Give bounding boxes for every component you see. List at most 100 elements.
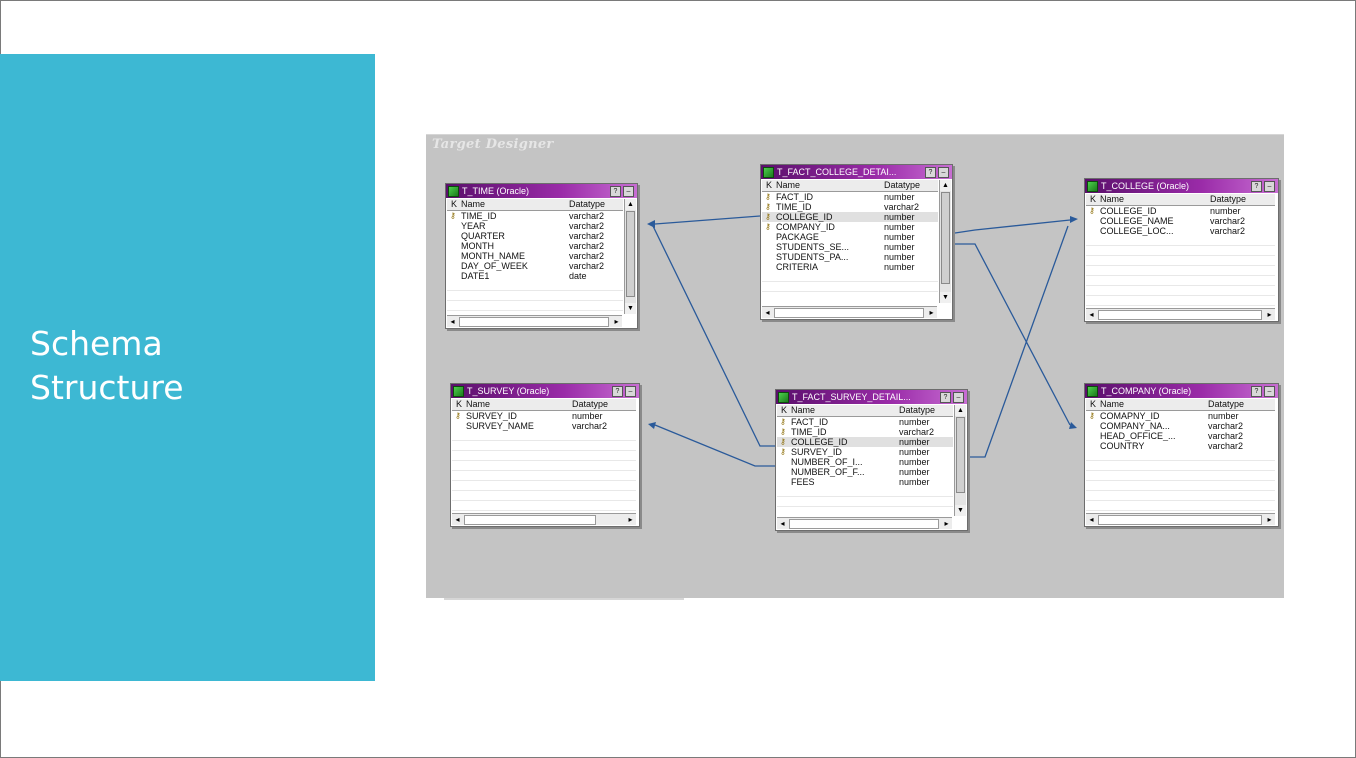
scroll-left-arrow[interactable]: ◂ xyxy=(1089,515,1094,524)
scroll-right-arrow[interactable]: ▸ xyxy=(944,519,949,528)
column-name: TIME_ID xyxy=(791,427,827,437)
table-row[interactable]: STUDENTS_PA...number xyxy=(762,252,938,262)
scroll-up-arrow[interactable]: ▲ xyxy=(940,180,951,191)
vertical-scrollbar[interactable]: ▲ ▼ xyxy=(624,199,636,314)
minimize-icon[interactable]: – xyxy=(1264,386,1275,397)
table-title-bar[interactable]: T_COLLEGE (Oracle) ?– xyxy=(1085,179,1278,193)
minimize-icon[interactable]: – xyxy=(953,392,964,403)
help-icon[interactable]: ? xyxy=(940,392,951,403)
key-icon: ⚷ xyxy=(780,417,786,426)
scroll-thumb[interactable] xyxy=(956,417,965,493)
scroll-track[interactable] xyxy=(459,317,609,327)
table-row[interactable]: STUDENTS_SE...number xyxy=(762,242,938,252)
column-header-row: K Name Datatype xyxy=(1086,194,1275,206)
scroll-right-arrow[interactable]: ▸ xyxy=(1267,310,1272,319)
table-t-fact-survey-detail[interactable]: T_FACT_SURVEY_DETAIL... ?– K Name Dataty… xyxy=(775,389,968,531)
table-title-bar[interactable]: T_SURVEY (Oracle) ?– xyxy=(451,384,639,398)
scroll-left-arrow[interactable]: ◂ xyxy=(455,515,460,524)
horizontal-scrollbar[interactable]: ◂ ▸ xyxy=(452,513,636,525)
table-t-company[interactable]: T_COMPANY (Oracle) ?– K Name Datatype ⚷C… xyxy=(1084,383,1279,527)
horizontal-scrollbar[interactable]: ◂ ▸ xyxy=(762,306,937,318)
table-t-time[interactable]: T_TIME (Oracle) ?– K Name Datatype ⚷TIME… xyxy=(445,183,638,329)
table-t-survey[interactable]: T_SURVEY (Oracle) ?– K Name Datatype ⚷SU… xyxy=(450,383,640,527)
horizontal-scrollbar[interactable]: ◂ ▸ xyxy=(1086,513,1275,525)
column-datatype: number xyxy=(1208,411,1239,421)
help-icon[interactable]: ? xyxy=(1251,181,1262,192)
scroll-left-arrow[interactable]: ◂ xyxy=(780,519,785,528)
scroll-down-arrow[interactable]: ▼ xyxy=(625,303,636,314)
scroll-track[interactable] xyxy=(789,519,939,529)
scroll-right-arrow[interactable]: ▸ xyxy=(929,308,934,317)
table-title-bar[interactable]: T_FACT_SURVEY_DETAIL... ?– xyxy=(776,390,967,404)
scroll-right-arrow[interactable]: ▸ xyxy=(1267,515,1272,524)
minimize-icon[interactable]: – xyxy=(1264,181,1275,192)
table-t-college[interactable]: T_COLLEGE (Oracle) ?– K Name Datatype ⚷C… xyxy=(1084,178,1279,322)
table-row[interactable]: COLLEGE_LOC...varchar2 xyxy=(1086,226,1275,236)
empty-row xyxy=(1086,481,1275,491)
scroll-track[interactable] xyxy=(1098,310,1262,320)
help-icon[interactable]: ? xyxy=(610,186,621,197)
table-title-bar[interactable]: T_TIME (Oracle) ?– xyxy=(446,184,637,198)
vertical-scrollbar[interactable]: ▲ ▼ xyxy=(954,405,966,516)
horizontal-scrollbar[interactable]: ◂ ▸ xyxy=(1086,308,1275,320)
column-header-k: K xyxy=(1090,399,1097,409)
table-row[interactable]: NUMBER_OF_I...number xyxy=(777,457,953,467)
minimize-icon[interactable]: – xyxy=(938,167,949,178)
table-row[interactable]: HEAD_OFFICE_...varchar2 xyxy=(1086,431,1275,441)
scroll-down-arrow[interactable]: ▼ xyxy=(955,505,966,516)
scroll-track[interactable] xyxy=(774,308,924,318)
vertical-scrollbar[interactable]: ▲ ▼ xyxy=(939,180,951,303)
table-row[interactable]: COMPANY_NA...varchar2 xyxy=(1086,421,1275,431)
horizontal-scrollbar[interactable]: ◂ ▸ xyxy=(777,517,952,529)
scroll-left-arrow[interactable]: ◂ xyxy=(765,308,770,317)
minimize-icon[interactable]: – xyxy=(623,186,634,197)
scroll-track[interactable] xyxy=(464,515,596,525)
column-datatype: varchar2 xyxy=(899,427,935,437)
scroll-left-arrow[interactable]: ◂ xyxy=(1089,310,1094,319)
help-icon[interactable]: ? xyxy=(1251,386,1262,397)
scroll-up-arrow[interactable]: ▲ xyxy=(955,405,966,416)
horizontal-scrollbar[interactable]: ◂ ▸ xyxy=(447,315,622,327)
table-row[interactable]: NUMBER_OF_F...number xyxy=(777,467,953,477)
scroll-right-arrow[interactable]: ▸ xyxy=(628,515,633,524)
scroll-down-arrow[interactable]: ▼ xyxy=(940,292,951,303)
help-icon[interactable]: ? xyxy=(925,167,936,178)
scroll-right-arrow[interactable]: ▸ xyxy=(614,317,619,326)
scroll-up-arrow[interactable]: ▲ xyxy=(625,199,636,210)
table-title-bar[interactable]: T_FACT_COLLEGE_DETAI... ?– xyxy=(761,165,952,179)
scroll-thumb[interactable] xyxy=(626,211,635,297)
scroll-thumb[interactable] xyxy=(941,192,950,284)
minimize-icon[interactable]: – xyxy=(625,386,636,397)
scroll-track[interactable] xyxy=(1098,515,1262,525)
table-title-bar[interactable]: T_COMPANY (Oracle) ?– xyxy=(1085,384,1278,398)
table-t-fact-college-detail[interactable]: T_FACT_COLLEGE_DETAI... ?– K Name Dataty… xyxy=(760,164,953,320)
help-icon[interactable]: ? xyxy=(612,386,623,397)
scroll-left-arrow[interactable]: ◂ xyxy=(450,317,455,326)
column-datatype: varchar2 xyxy=(569,241,605,251)
